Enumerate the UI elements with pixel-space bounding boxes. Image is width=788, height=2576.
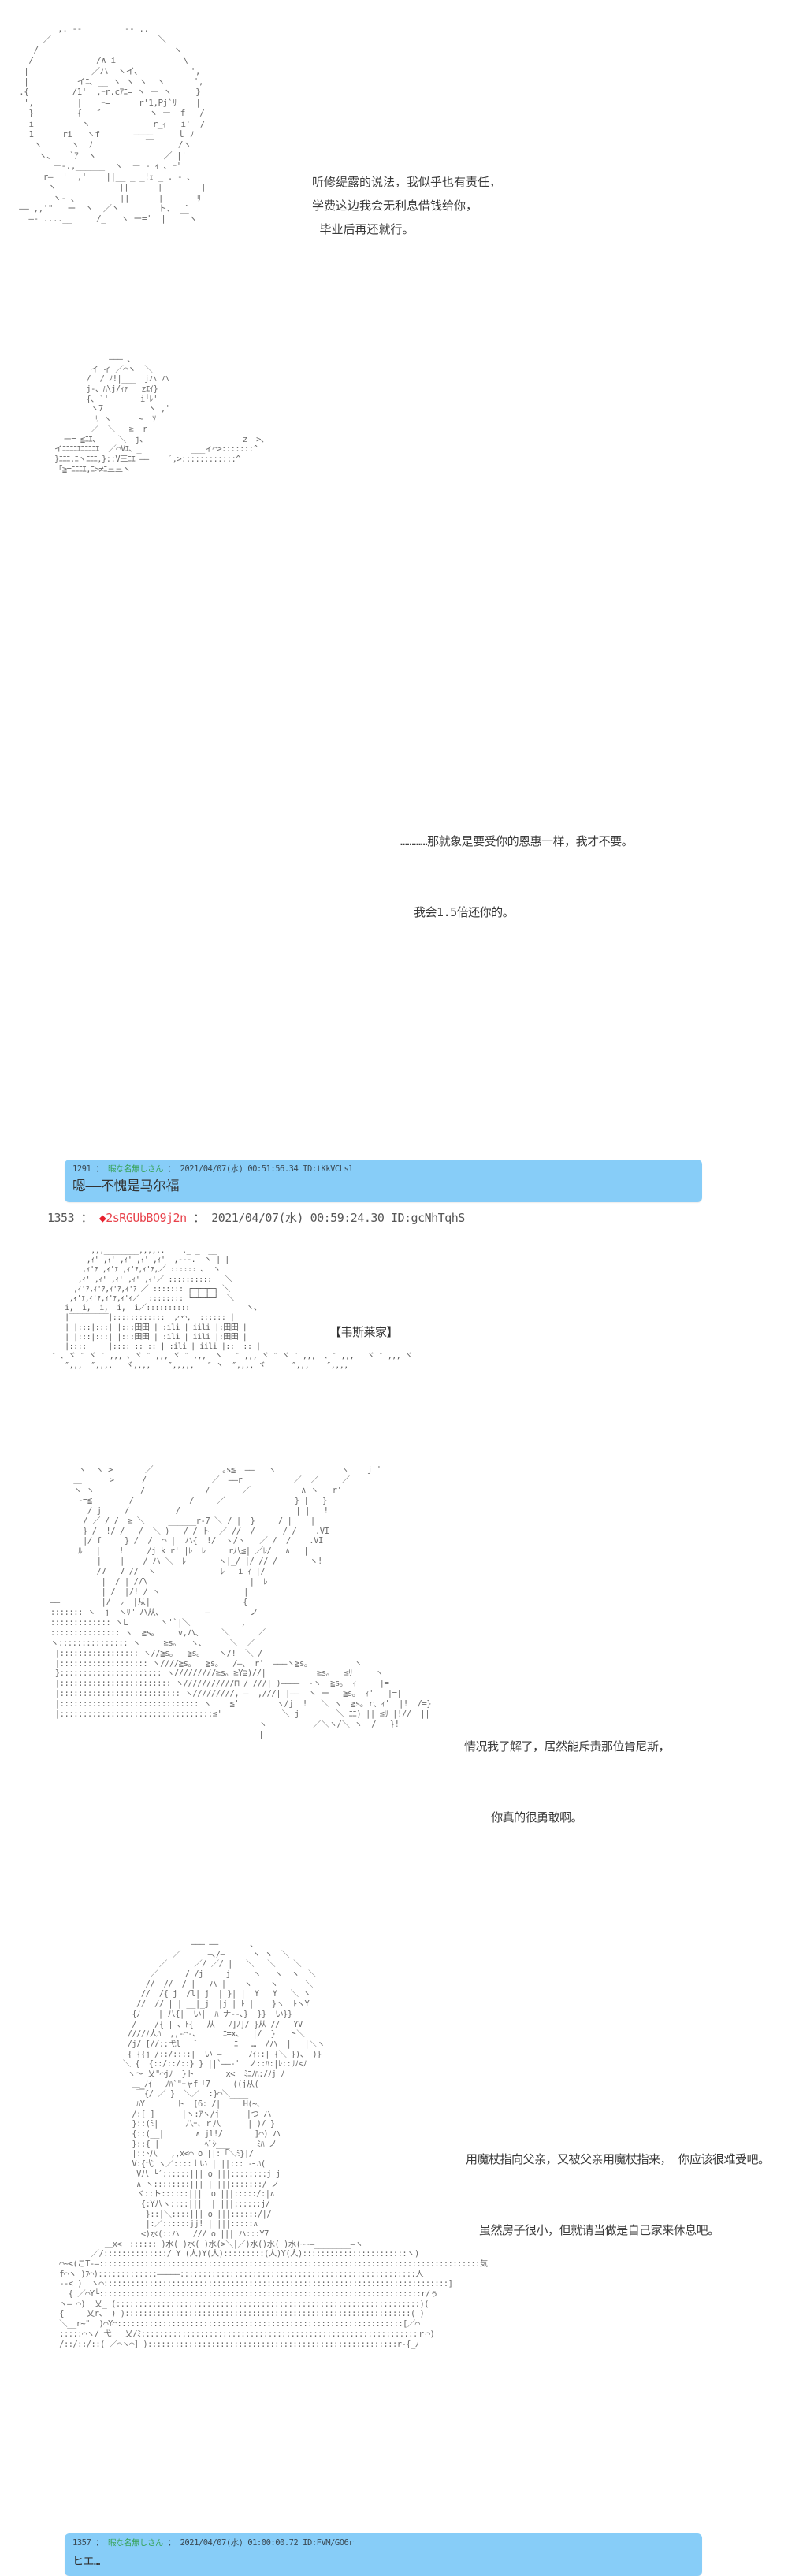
dialog-scene2: …………那就象是要受你的恩惠一样，我才不要。 我会1.5倍还你的。 (400, 782, 634, 948)
post-number[interactable]: 1291 (72, 1164, 91, 1174)
post-date: 2021/04/07(水) 00:59:24.30 (211, 1211, 385, 1225)
separator: ： (95, 1164, 104, 1174)
dialog-line: 情况我了解了，居然能斥责那位肯尼斯， (464, 1739, 671, 1754)
dialog-line: 虽然房子很小，但就请当做是自己家来休息吧。 (466, 2223, 719, 2237)
poster-name: 暇な名無しさん (107, 2538, 164, 2548)
poster-id[interactable]: ID:FVM/GO6r (303, 2538, 354, 2548)
poster-id[interactable]: ID:tKkVCLsl (303, 1164, 354, 1174)
ascii-art-characters-talking: ヽ ヽ > ／ ｡s≦ ―― ヽ ヽ j ' ＿ > / ／ ――r ／ ／ ／… (50, 1465, 432, 1739)
reply-header: 1291 ： 暇な名無しさん ： 2021/04/07(水) 00:51:56.… (72, 1164, 354, 1175)
ascii-art-girl-table: ――― ―― 、 ／ ―､/― ヽ ヽ ＼ ／ ／/ ／/ | ＼ ＼ ＼ ／ … (59, 1939, 488, 2349)
ascii-art-character-cat: ――― 、 イ ィ ／⌒ヽ ＼ / / ﾉ!|___ jハ ハ j-、ﾊ\j/ｨ… (36, 354, 770, 2576)
post-number[interactable]: 1357 (72, 2538, 91, 2548)
dialog-line: …………那就象是要受你的恩惠一样，我才不要。 (400, 834, 634, 848)
dialog-line: 毕业后再还就行。 (312, 222, 414, 236)
location-label: 【韦斯莱家】 (329, 1325, 399, 1339)
reply-header: 1357 ： 暇な名無しさん ： 2021/04/07(水) 01:00:00.… (72, 2538, 354, 2548)
poster-id[interactable]: ID:gcNhTqhS (390, 1211, 465, 1225)
dialog-line: 学费这边我会无利息借钱给你， (312, 199, 478, 213)
ascii-art-house: ,,,________,,,,,. ._ _ __ ,ｨ' ,ｨ' ,ｨ' ,ｨ… (51, 1246, 413, 1371)
poster-name: 暇な名無しさん (107, 1164, 164, 1174)
post-number[interactable]: 1353 (47, 1211, 75, 1225)
post-header-1353: 1353 ： ◆2sRGUbBO9j2n ： 2021/04/07(水) 00:… (47, 1211, 465, 1225)
separator: ： (193, 1211, 205, 1225)
post-date: 2021/04/07(水) 01:00:00.72 (180, 2538, 299, 2548)
dialog-line: 用魔杖指向父亲，又被父亲用魔杖指来， 你应该很难受吧。 (466, 2152, 770, 2166)
dialog-line: 听修缇露的说法，我似乎也有责任， (312, 175, 502, 189)
separator: ： (167, 1164, 177, 1174)
reply-body: ヒエ… (72, 2556, 100, 2568)
dialog-scene4: 情况我了解了，居然能斥责那位肯尼斯， 你真的很勇敢啊。 (464, 1687, 671, 1853)
trip-diamond-icon: ◆ (98, 1211, 106, 1225)
separator: ： (95, 2538, 104, 2548)
dialog-scene1: 听修缇露的说法，我似乎也有责任， 学费这边我会无利息借钱给你， 毕业后再还就行。 (312, 170, 501, 241)
separator: ： (80, 1211, 93, 1225)
ascii-art-character-circle: ,. -‐ ￣￣￣￣ ‐- .. ／ ＼ / ヽ / /∧ i \ | ／ハ ヽ… (19, 24, 206, 225)
separator: ： (167, 2538, 177, 2548)
dialog-scene5: 用魔杖指向父亲，又被父亲用魔杖指来， 你应该很难受吧。 虽然房子很小，但就请当做… (466, 2100, 770, 2266)
reply-post-1291: 1291 ： 暇な名無しさん ： 2021/04/07(水) 00:51:56.… (65, 1160, 702, 1202)
reply-post-1357: 1357 ： 暇な名無しさん ： 2021/04/07(水) 01:00:00.… (65, 2533, 702, 2576)
dialog-line: 你真的很勇敢啊。 (464, 1810, 583, 1824)
post-date: 2021/04/07(水) 00:51:56.34 (180, 1164, 299, 1174)
dialog-line: 我会1.5倍还你的。 (400, 905, 515, 919)
reply-body: 嗯——不愧是马尔福 (72, 1179, 179, 1194)
poster-trip: 2sRGUbBO9j2n (106, 1211, 187, 1225)
